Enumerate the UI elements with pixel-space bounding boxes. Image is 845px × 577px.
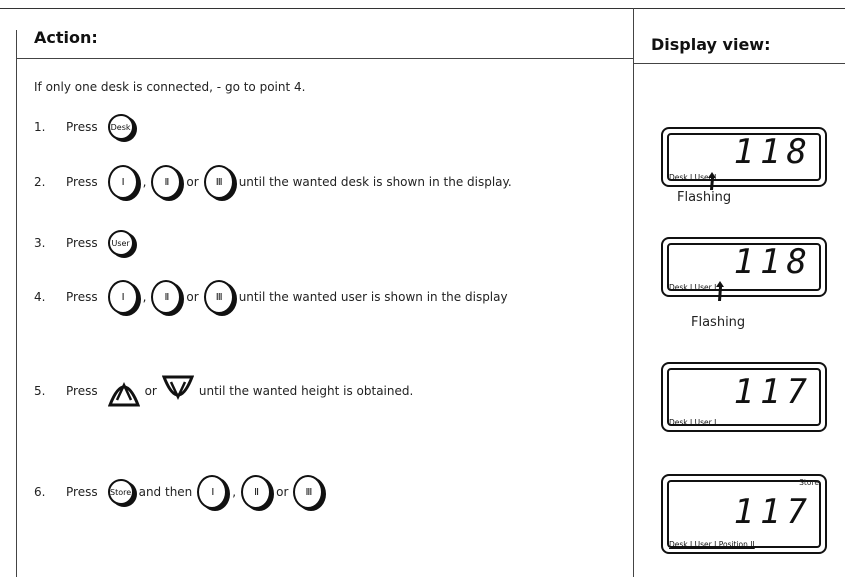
press-text: Press: [66, 384, 98, 398]
down-arrow-icon: [161, 375, 194, 400]
step-6: 6. Press Store and then I , II or III: [34, 475, 324, 509]
or-text: or: [186, 290, 199, 304]
user-button[interactable]: User: [107, 230, 134, 256]
or-text: or: [276, 485, 289, 499]
step-number: 4.: [34, 290, 46, 304]
intro-text: If only one desk is connected, - go to p…: [34, 80, 306, 94]
lcd-display-2: 118 Desk I User I: [661, 237, 827, 297]
display-label: Desk I User I: [669, 418, 717, 427]
press-text: Press: [66, 175, 98, 189]
height-readout: 117: [733, 492, 813, 532]
down-arrow-button[interactable]: [161, 375, 194, 407]
comma: ,: [142, 175, 147, 189]
up-arrow-icon: [107, 382, 140, 407]
pointer-arrow-icon: [716, 281, 724, 301]
and-then-text: and then: [138, 485, 193, 499]
store-button[interactable]: Store: [107, 479, 134, 505]
action-heading: Action:: [34, 28, 98, 47]
store-indicator: Store: [799, 478, 819, 487]
button-ii[interactable]: II: [151, 280, 182, 314]
display-label: Desk I User I: [669, 283, 717, 292]
desk-button[interactable]: Desk: [107, 114, 134, 140]
press-text: Press: [66, 290, 98, 304]
flashing-label: Flashing: [691, 315, 746, 330]
comma: ,: [232, 485, 237, 499]
press-text: Press: [66, 485, 98, 499]
step-number: 1.: [34, 120, 46, 134]
step-3: 3. Press User: [34, 230, 134, 256]
up-arrow-button[interactable]: [107, 375, 140, 407]
step-tail-text: until the wanted desk is shown in the di…: [238, 175, 512, 189]
left-rule: [16, 30, 17, 577]
step-5: 5. Press or until the wanted height is o…: [34, 375, 418, 407]
step-1: 1. Press Desk: [34, 114, 134, 140]
step-tail-text: until the wanted height is obtained.: [198, 384, 414, 398]
step-tail-text: until the wanted user is shown in the di…: [238, 290, 508, 304]
display-label: Desk I User I: [669, 173, 717, 182]
or-text: or: [186, 175, 199, 189]
display-view-heading: Display view:: [651, 35, 771, 54]
step-number: 5.: [34, 384, 46, 398]
height-readout: 118: [733, 242, 813, 282]
column-divider: [633, 8, 634, 577]
lcd-display-3: 117 Desk I User I: [661, 362, 827, 432]
top-rule: [0, 8, 845, 9]
button-iii[interactable]: III: [293, 475, 324, 509]
press-text: Press: [66, 236, 98, 250]
comma: ,: [142, 290, 147, 304]
step-number: 3.: [34, 236, 46, 250]
height-readout: 117: [733, 372, 813, 412]
lcd-display-4: Store 117 Desk I User I Position II: [661, 474, 827, 554]
display-label: Desk I User I Position II: [669, 540, 755, 549]
button-ii[interactable]: II: [241, 475, 272, 509]
button-i[interactable]: I: [107, 165, 138, 199]
step-4: 4. Press I , II or III until the wanted …: [34, 280, 513, 314]
height-readout: 118: [733, 132, 813, 172]
button-i[interactable]: I: [197, 475, 228, 509]
step-number: 6.: [34, 485, 46, 499]
button-iii[interactable]: III: [203, 280, 234, 314]
flashing-label: Flashing: [677, 190, 732, 205]
lcd-display-1: 118 Desk I User I: [661, 127, 827, 187]
press-text: Press: [66, 120, 98, 134]
action-header-rule: [16, 58, 633, 59]
button-iii[interactable]: III: [203, 165, 234, 199]
or-text: or: [144, 384, 157, 398]
button-i[interactable]: I: [107, 280, 138, 314]
step-number: 2.: [34, 175, 46, 189]
step-2: 2. Press I , II or III until the wanted …: [34, 165, 517, 199]
button-ii[interactable]: II: [151, 165, 182, 199]
display-header-rule: [633, 63, 845, 64]
pointer-arrow-icon: [708, 172, 716, 190]
